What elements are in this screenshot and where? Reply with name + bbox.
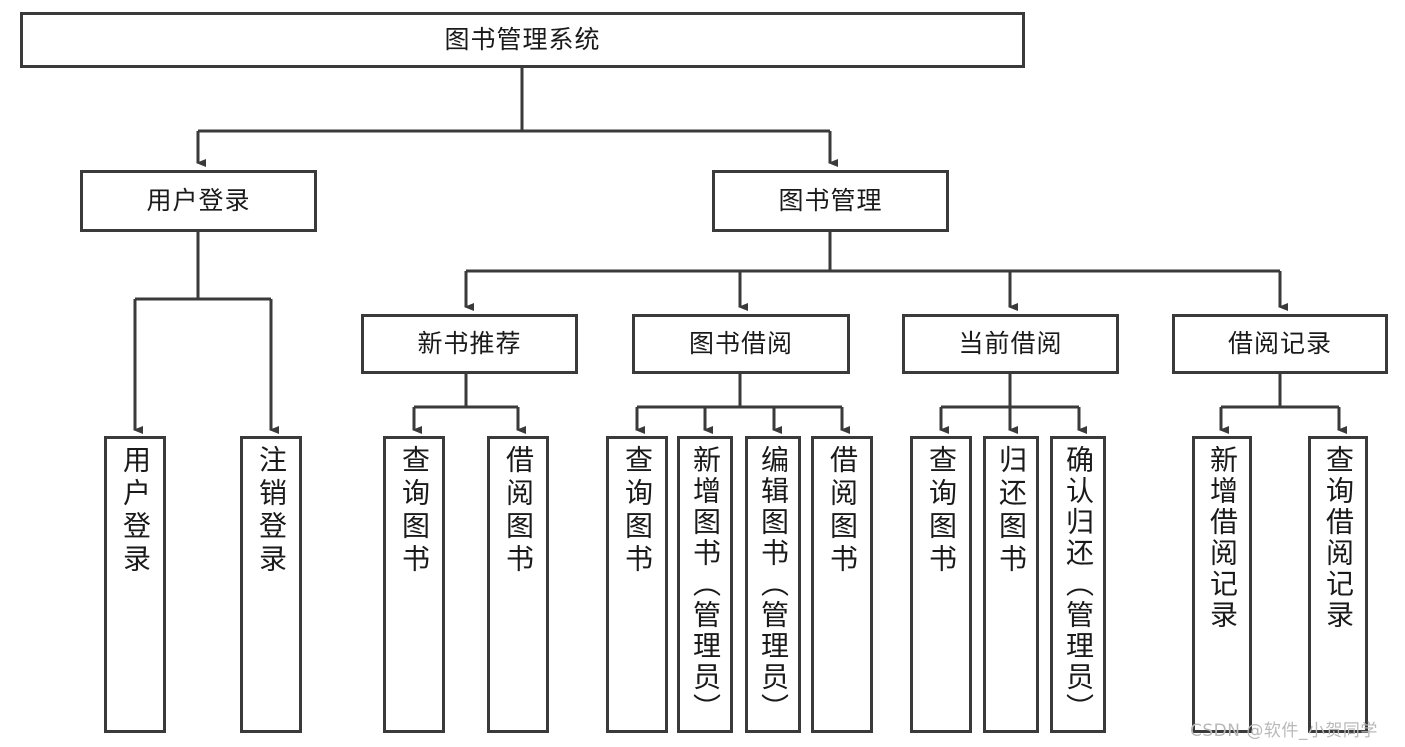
node-label: 编辑图书（管理员） bbox=[757, 445, 790, 724]
leaf-book-borrow-add[interactable]: 新增图书（管理员） bbox=[677, 436, 733, 733]
leaf-user-login-login[interactable]: 用户登录 bbox=[104, 436, 166, 733]
leaf-user-login-logout[interactable]: 注销登录 bbox=[240, 436, 302, 733]
node-label: 新增图书（管理员） bbox=[689, 445, 722, 724]
node-label: 查询图书 bbox=[925, 445, 958, 577]
node-current-borrow[interactable]: 当前借阅 bbox=[902, 314, 1119, 374]
node-label: 新书推荐 bbox=[417, 328, 522, 358]
leaf-new-book-query[interactable]: 查询图书 bbox=[383, 436, 445, 733]
node-label: 查询借阅记录 bbox=[1322, 445, 1355, 631]
leaf-current-borrow-confirm-return[interactable]: 确认归还（管理员） bbox=[1050, 436, 1106, 733]
node-label: 注销登录 bbox=[255, 445, 288, 577]
node-label: 确认归还（管理员） bbox=[1062, 445, 1095, 724]
leaf-book-borrow-borrow[interactable]: 借阅图书 bbox=[811, 436, 873, 733]
node-borrow-record[interactable]: 借阅记录 bbox=[1172, 314, 1388, 374]
node-label: 当前借阅 bbox=[958, 328, 1063, 358]
leaf-current-borrow-return[interactable]: 归还图书 bbox=[983, 436, 1039, 733]
leaf-book-borrow-query[interactable]: 查询图书 bbox=[606, 436, 668, 733]
leaf-borrow-record-query[interactable]: 查询借阅记录 bbox=[1308, 436, 1368, 733]
node-label: 新增借阅记录 bbox=[1206, 445, 1239, 631]
node-label: 图书借阅 bbox=[688, 328, 793, 358]
node-book-borrow[interactable]: 图书借阅 bbox=[632, 314, 850, 374]
leaf-current-borrow-query[interactable]: 查询图书 bbox=[910, 436, 972, 733]
leaf-book-borrow-edit[interactable]: 编辑图书（管理员） bbox=[745, 436, 801, 733]
node-label: 图书管理 bbox=[778, 185, 883, 215]
node-label: 用户登录 bbox=[119, 445, 152, 577]
node-label: 借阅图书 bbox=[502, 445, 535, 577]
node-label: 借阅记录 bbox=[1227, 328, 1332, 358]
node-new-book-recommend[interactable]: 新书推荐 bbox=[361, 314, 578, 374]
node-root-system[interactable]: 图书管理系统 bbox=[20, 12, 1025, 68]
node-label: 用户登录 bbox=[146, 185, 251, 215]
leaf-new-book-borrow[interactable]: 借阅图书 bbox=[487, 436, 549, 733]
node-user-login[interactable]: 用户登录 bbox=[80, 170, 317, 232]
node-label: 归还图书 bbox=[995, 445, 1028, 577]
node-book-management[interactable]: 图书管理 bbox=[712, 170, 949, 232]
leaf-borrow-record-add[interactable]: 新增借阅记录 bbox=[1192, 436, 1252, 733]
node-label: 图书管理系统 bbox=[444, 24, 601, 54]
node-label: 查询图书 bbox=[398, 445, 431, 577]
node-label: 借阅图书 bbox=[826, 445, 859, 577]
node-label: 查询图书 bbox=[621, 445, 654, 577]
